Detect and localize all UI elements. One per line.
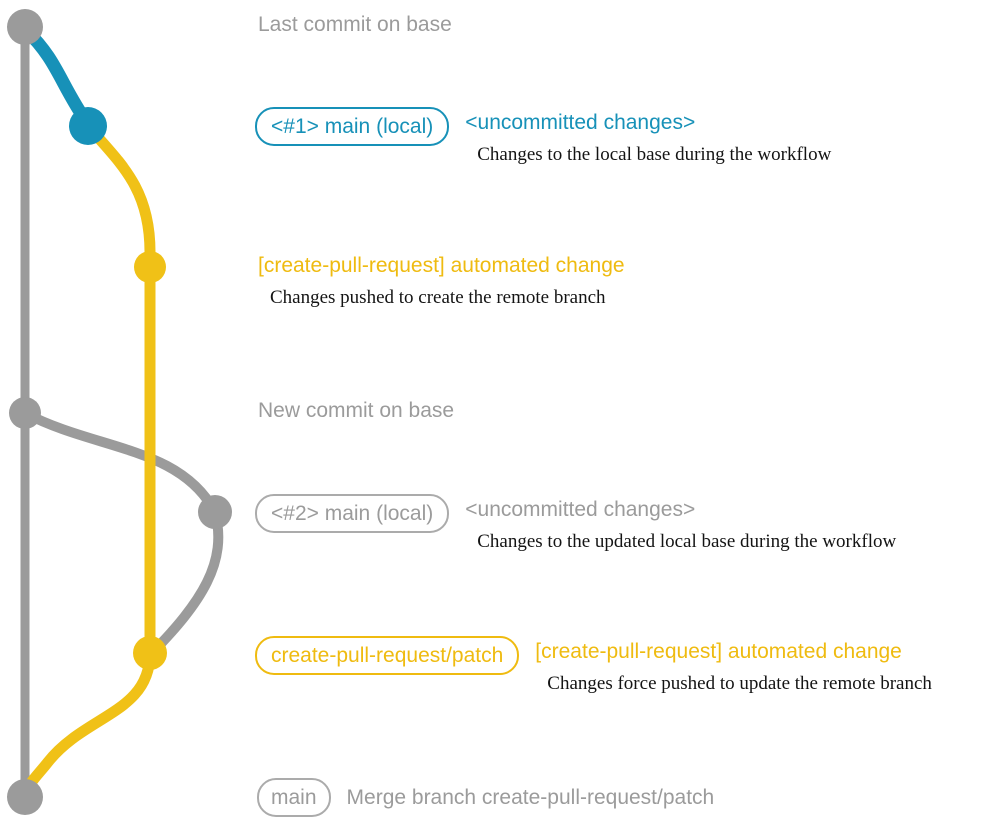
automated-change-2-description: Changes force pushed to update the remot… [547,673,932,694]
automated-change-1-description: Changes pushed to create the remote bran… [270,287,606,308]
uncommitted-changes-1-description: Changes to the local base during the wor… [477,144,832,165]
commit-dot-last-base [7,9,43,45]
base-to-main2-edge [20,408,220,517]
main2-to-patch-edge [145,507,224,660]
create-pull-request-patch-line [19,120,156,803]
main-branch-pill: main [257,778,331,817]
merge-row: main Merge branch create-pull-request/pa… [257,778,714,817]
commit-dot-automated-change-1 [134,251,166,283]
automated-change-2-label: [create-pull-request] automated change [535,640,902,663]
main2-branch-pill: <#2> main (local) [255,494,450,533]
main1-branch-pill: <#1> main (local) [255,107,450,146]
git-graph [7,9,232,815]
uncommitted-changes-2-label: <uncommitted changes> [465,498,696,521]
uncommitted-changes-1-label: <uncommitted changes> [465,111,696,134]
main2-row: <#2> main (local) <uncommitted changes> … [255,494,896,554]
main2-annotation: <uncommitted changes> Changes to the upd… [465,494,896,554]
automated-change-2-block: [create-pull-request] automated change C… [535,636,932,696]
main1-annotation: <uncommitted changes> Changes to the loc… [465,107,831,167]
commit-dot-main-local-1 [69,107,107,145]
patch-branch-pill: create-pull-request/patch [255,636,520,675]
commit-dot-main-local-2 [198,495,232,529]
main1-row: <#1> main (local) <uncommitted changes> … [255,107,831,167]
last-commit-label: Last commit on base [258,13,452,36]
automated-change-1-block: [create-pull-request] automated change C… [258,253,625,310]
new-commit-label: New commit on base [258,399,455,422]
merge-commit-label: Merge branch create-pull-request/patch [346,785,715,809]
commit-dot-merge [7,779,43,815]
patch-row: create-pull-request/patch [create-pull-r… [255,636,932,696]
uncommitted-changes-2-description: Changes to the updated local base during… [477,531,897,552]
automated-change-1-label: [create-pull-request] automated change [258,254,625,277]
commit-dot-new-base [9,397,41,429]
commit-dot-automated-change-2 [133,636,167,670]
